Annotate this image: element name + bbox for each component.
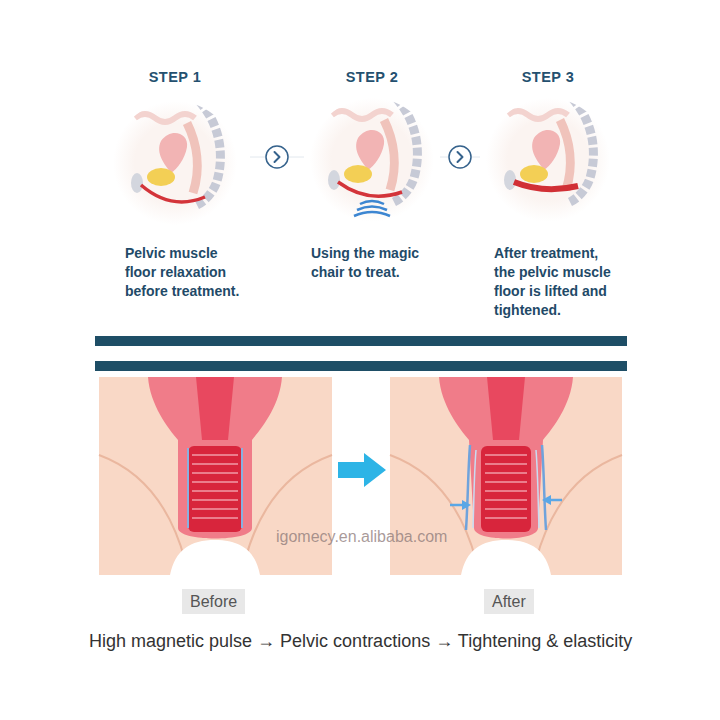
step-illustration	[113, 101, 237, 225]
step-heading: STEP 3	[483, 68, 613, 86]
step-description: Pelvic muscle floor relaxation before tr…	[125, 244, 247, 301]
magnetic-waves	[354, 201, 390, 216]
uterus-outline	[148, 377, 282, 539]
pelvic-floor	[338, 182, 402, 196]
pelvis-section	[310, 98, 434, 222]
uterus-cavity	[487, 377, 525, 440]
step-node: STEP 1 Pelvic muscle floor relaxation bef…	[110, 68, 247, 301]
canal-ridges	[192, 455, 238, 518]
step-heading: STEP 2	[307, 68, 437, 86]
chevron	[275, 152, 280, 162]
divider-bar	[95, 336, 627, 346]
caption: High magnetic pulse → Pelvic contraction…	[89, 630, 632, 652]
pelvis-section	[113, 101, 237, 225]
label-box: After	[484, 589, 534, 614]
step-illustration	[310, 98, 434, 222]
pelvic-floor	[141, 185, 205, 202]
inward-arrow	[450, 504, 464, 507]
vaginal-canal	[188, 446, 242, 532]
step-node: STEP 2 Using the magic chair to treat.	[307, 68, 437, 282]
pelvic-floor	[514, 182, 578, 189]
divider-bar	[95, 361, 627, 371]
step-node: STEP 3 After treatment, the pelvic muscle…	[483, 68, 618, 320]
panel-label: Before	[190, 592, 237, 611]
tightened-wall	[473, 450, 539, 528]
after-panel	[390, 377, 622, 575]
inward-arrow	[542, 495, 551, 505]
label-box: Before	[182, 589, 245, 614]
step-description: After treatment, the pelvic muscle floor…	[494, 244, 618, 320]
uterus-cavity	[196, 377, 234, 440]
uterus-outline	[439, 377, 573, 539]
tightened-wall	[466, 445, 546, 530]
inward-arrow	[462, 500, 471, 510]
chevron	[458, 152, 463, 162]
step-description: Using the magic chair to treat.	[311, 244, 437, 282]
step-connector	[440, 146, 480, 168]
transition-arrow	[338, 453, 386, 487]
arrow-button	[449, 146, 471, 168]
step-illustration	[486, 98, 610, 222]
step-heading: STEP 1	[110, 68, 240, 86]
pelvis-section	[486, 98, 610, 222]
perineum	[461, 540, 551, 575]
thigh-line	[99, 455, 185, 560]
step-connector	[250, 146, 304, 168]
before-panel	[99, 377, 332, 575]
panel-label: After	[492, 592, 526, 611]
watermark: igomecy.en.alibaba.com	[276, 528, 447, 546]
arrow-button	[266, 146, 288, 168]
perineum	[170, 540, 260, 575]
thigh-line	[536, 455, 622, 560]
canal-wall	[188, 448, 242, 528]
canal-ridges	[485, 455, 527, 518]
vaginal-canal	[481, 446, 531, 532]
